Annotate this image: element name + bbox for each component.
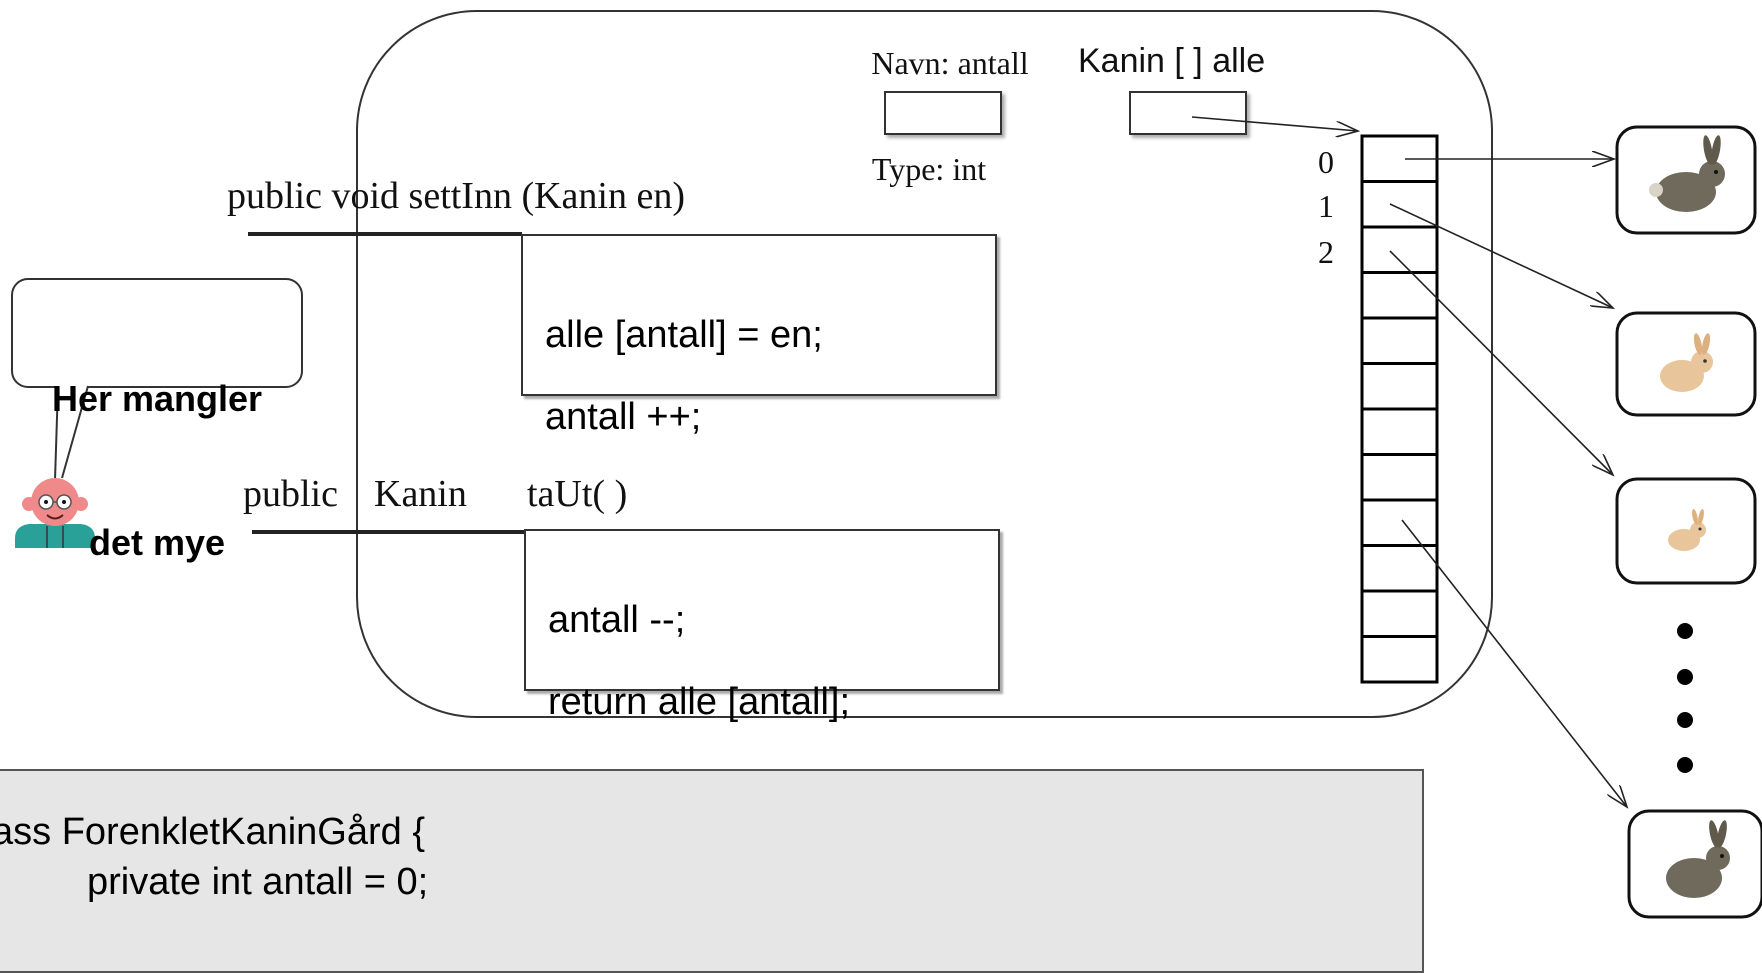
ellipsis-dot <box>1677 757 1693 773</box>
ellipsis-dot <box>1677 669 1693 685</box>
rabbit-photo-icon <box>1666 820 1730 898</box>
array-cell <box>1360 134 1439 183</box>
tauta-public: public <box>243 473 338 515</box>
class-code-line-1: ass ForenkletKaninGård { <box>0 811 426 853</box>
tauta-body-line-1: antall --; <box>548 599 686 641</box>
array-cell <box>1360 271 1439 320</box>
array-index-2: 2 <box>1318 234 1334 270</box>
array-index-1: 1 <box>1318 188 1334 224</box>
settinn-body-line-2: antall ++; <box>545 396 702 438</box>
array-cell <box>1360 407 1439 456</box>
teacher-avatar-icon <box>15 478 95 548</box>
class-code-panel: ass ForenkletKaninGård { private int ant… <box>0 769 1424 973</box>
ellipsis-dot <box>1677 623 1693 639</box>
field-antall-box <box>884 91 1002 135</box>
array-index-0: 0 <box>1318 144 1334 180</box>
tauta-body-box: antall --; return alle [antall]; <box>524 529 1000 723</box>
array-cell <box>1360 635 1439 684</box>
class-code-line-2: private int antall = 0; <box>87 861 429 903</box>
rabbit-photo-icon <box>1668 509 1706 551</box>
speech-bubble-line-1: Her mangler <box>51 378 263 419</box>
rabbit-photo-icon <box>1649 135 1725 212</box>
element-1-arrow <box>1389 203 1613 308</box>
settinn-body-line-1: alle [antall] = en; <box>545 314 823 356</box>
speech-bubble <box>11 278 303 481</box>
speech-bubble-line-2: det mye <box>88 522 226 563</box>
rabbit-photo-icon <box>1660 333 1713 392</box>
array-cell <box>1360 362 1439 411</box>
element-n-arrow <box>1401 519 1627 807</box>
rabbit-box-2 <box>1615 311 1757 417</box>
array-cell <box>1360 498 1439 547</box>
element-2-arrow <box>1389 250 1613 475</box>
speech-bubble-text: Her mangler det mye <box>12 279 302 615</box>
alle-reference-arrow <box>1191 116 1358 131</box>
speech-bubble-tail <box>54 385 89 481</box>
settinn-signature: public void settInn (Kanin en) <box>227 175 685 217</box>
tauta-body-line-2: return alle [antall]; <box>548 681 851 723</box>
field-alle-label: Kanin [ ] alle <box>1078 42 1265 80</box>
field-alle-box <box>1129 91 1247 135</box>
field-antall-name: Navn: antall <box>871 45 1028 81</box>
array-cell <box>1360 225 1439 274</box>
ellipsis-dot <box>1677 712 1693 728</box>
field-antall-type: Type: int <box>872 151 986 187</box>
rabbit-box-3 <box>1615 477 1757 585</box>
array-cell <box>1360 589 1439 638</box>
array-cells <box>1360 134 1439 684</box>
rabbit-box-n <box>1627 809 1762 919</box>
rabbit-box-1 <box>1615 125 1757 235</box>
array-cell <box>1360 453 1439 502</box>
tauta-method-name: taUt( ) <box>527 473 627 515</box>
array-cell <box>1360 544 1439 593</box>
array-cell <box>1360 316 1439 365</box>
settinn-body-box: alle [antall] = en; antall ++; <box>521 234 997 438</box>
tauta-return-type: Kanin <box>374 473 467 515</box>
diagram-canvas: Navn: antall Type: int Kanin [ ] alle pu… <box>11 10 1762 919</box>
object-box <box>356 10 1493 718</box>
